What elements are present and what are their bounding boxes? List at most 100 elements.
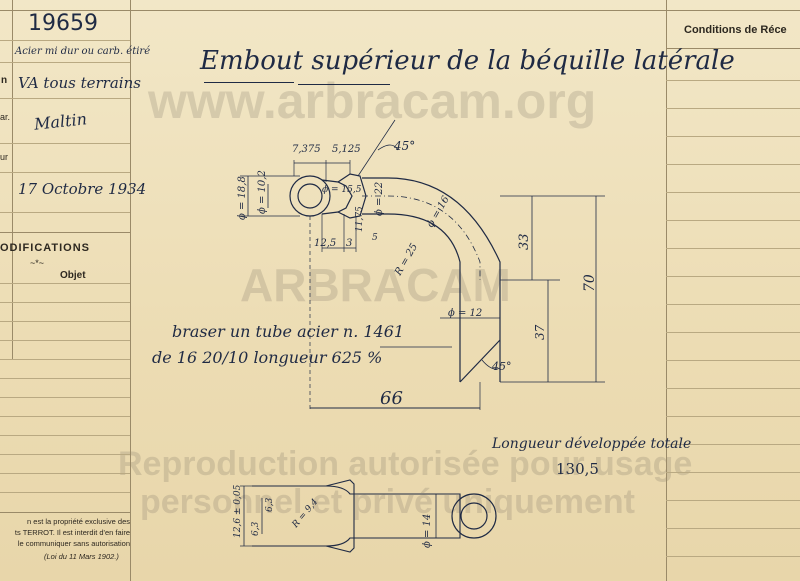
dim-phi22: ϕ = 22	[374, 182, 385, 216]
right-row-line	[666, 80, 800, 81]
lower-part-eye-outer	[451, 493, 497, 539]
angle-top-arc	[377, 144, 399, 151]
right-row-line	[666, 444, 800, 445]
left-row-line	[0, 62, 130, 63]
right-row-line	[666, 220, 800, 221]
date-field: 17 Octobre 1934	[18, 180, 147, 198]
dim-70: 70	[582, 274, 598, 292]
ornament-icon: ~*~	[30, 258, 45, 268]
right-row-line	[666, 528, 800, 529]
dim-3: 3	[346, 238, 352, 249]
right-header-rule	[666, 48, 800, 49]
dim-phi12: ϕ = 12	[448, 308, 482, 319]
left-row-line	[0, 212, 130, 213]
dim-33: 33	[517, 233, 532, 250]
brazing-note-line-2: de 16 20/10 longueur 625 %	[152, 348, 383, 367]
left-row-line	[0, 340, 130, 341]
dim-37: 37	[533, 324, 547, 340]
modifications-heading: ODIFICATIONS	[0, 242, 91, 254]
material-field: Acier mi dur ou carb. étiré	[15, 46, 151, 57]
tube-inner-edge	[362, 213, 461, 382]
tube-end-cut	[459, 339, 501, 383]
row-fragment-ar: ar.	[0, 112, 11, 122]
left-row-line	[0, 359, 130, 360]
right-row-line	[666, 192, 800, 193]
row-fragment-n: n	[1, 75, 8, 86]
left-margin-rule	[12, 0, 13, 360]
left-row-line	[0, 492, 130, 493]
right-row-line	[666, 416, 800, 417]
right-row-line	[666, 472, 800, 473]
lower-part-eye-inner	[460, 502, 488, 530]
dim-phi102: ϕ = 10,2	[257, 170, 268, 214]
right-row-line	[666, 388, 800, 389]
left-row-line	[0, 283, 130, 284]
law-reference: (Loi du 11 Mars 1902.)	[44, 552, 119, 561]
angle-top-line	[357, 119, 396, 177]
title-underline	[204, 82, 294, 83]
eye-inner-ring	[297, 183, 323, 209]
right-row-line	[666, 164, 800, 165]
right-row-line	[666, 108, 800, 109]
left-row-line	[0, 512, 130, 513]
left-row-line	[0, 302, 130, 303]
right-row-line	[666, 304, 800, 305]
left-row-line	[0, 232, 130, 233]
left-row-line	[0, 416, 130, 417]
lower-part-outline	[252, 485, 461, 547]
drawing-title: Embout supérieur de la béquille latérale	[200, 46, 735, 76]
title-underline	[298, 84, 390, 85]
dim-r94: R = 9,4	[290, 497, 321, 531]
watermark-brand: ARBRACAM	[240, 259, 511, 311]
right-row-line	[666, 500, 800, 501]
watermark-line-2: personnel et privé uniquement	[140, 483, 635, 521]
left-row-line	[0, 435, 130, 436]
row-fragment-ur: ur	[0, 152, 9, 162]
left-row-line	[0, 40, 130, 41]
dim-phi14: ϕ = 14	[422, 514, 433, 548]
right-row-line	[666, 556, 800, 557]
part-number: 19659	[28, 11, 98, 36]
left-row-line	[0, 378, 130, 379]
right-panel-divider	[666, 0, 667, 581]
left-row-line	[0, 473, 130, 474]
right-row-line	[666, 360, 800, 361]
eye-outer-ring	[289, 175, 331, 217]
objet-label: Objet	[60, 270, 86, 281]
dim-r25: R = 25	[393, 242, 421, 279]
dim-phi16: ϕ = 16	[425, 194, 452, 230]
right-row-line	[666, 332, 800, 333]
dim-1175: 11,75	[355, 206, 365, 232]
left-row-line	[0, 397, 130, 398]
brazing-note-line-1: braser un tube acier n. 1461	[172, 322, 405, 341]
angle-bottom-arc	[481, 359, 501, 370]
left-row-line	[0, 172, 130, 173]
right-panel-header: Conditions de Réce	[684, 24, 787, 36]
dim-66: 66	[380, 388, 403, 409]
tube-outer-edge	[362, 177, 501, 382]
left-row-line	[0, 143, 130, 144]
left-panel-divider	[130, 0, 131, 581]
dim-5: 5	[372, 233, 378, 243]
watermark-line-1: Reproduction autorisée pour usage	[118, 445, 693, 483]
left-row-line	[0, 321, 130, 322]
vehicle-field: VA tous terrains	[18, 74, 141, 92]
right-row-line	[666, 136, 800, 137]
dim-angle-top: 45°	[393, 139, 415, 153]
dim-phi188: ϕ = 18,8	[237, 176, 248, 220]
dim-phi155: ϕ = 15,5	[322, 185, 362, 195]
ownership-notice: n est la propriété exclusive des ts TERR…	[14, 517, 130, 548]
dim-63a: 6,3	[251, 521, 261, 536]
left-row-line	[0, 98, 130, 99]
dim-126: 12,6 ± 0,05	[233, 484, 243, 538]
developed-length-value: 130,5	[556, 460, 599, 478]
dim-125: 12,5	[314, 238, 336, 249]
dim-5125: 5,125	[332, 144, 361, 155]
top-rule	[0, 10, 800, 11]
left-row-line	[0, 454, 130, 455]
lower-part-collar	[325, 479, 355, 553]
developed-length-label: Longueur développée totale	[492, 436, 692, 452]
right-row-line	[666, 276, 800, 277]
dim-7375: 7,375	[292, 144, 321, 155]
